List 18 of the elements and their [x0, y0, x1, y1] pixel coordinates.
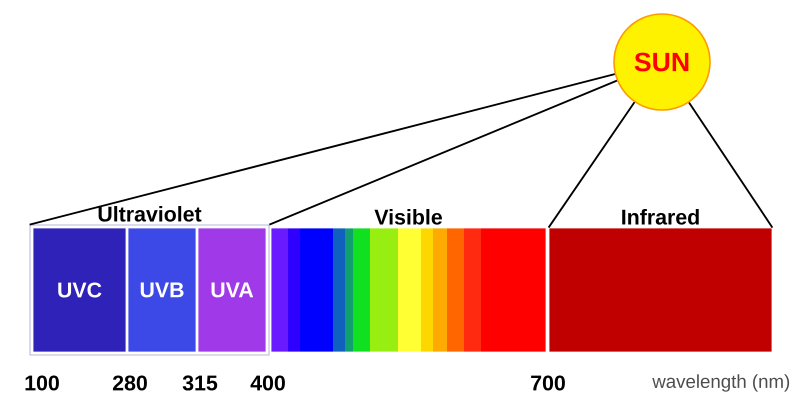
line — [29, 73, 615, 226]
line — [548, 102, 636, 228]
tick-label: 100 — [26, 375, 59, 391]
node-label: Ultraviolet — [98, 206, 202, 222]
tick-label: 700 — [531, 375, 565, 391]
axis-label: wavelength (nm) — [652, 374, 790, 392]
band-box: UVB — [128, 228, 196, 352]
band-box: UVC — [32, 228, 126, 352]
line — [688, 102, 774, 228]
node-label: Infrared — [622, 208, 699, 225]
node-label: Visible — [374, 208, 442, 225]
line — [269, 80, 618, 226]
tick-label: 400 — [250, 375, 285, 391]
band-box: UVA — [198, 228, 266, 352]
spectrum-band: Visible — [270, 209, 546, 352]
tick-label: 315 — [182, 375, 218, 391]
spectrum-band: Infrared — [548, 209, 772, 352]
tick-label: 280 — [112, 375, 147, 391]
